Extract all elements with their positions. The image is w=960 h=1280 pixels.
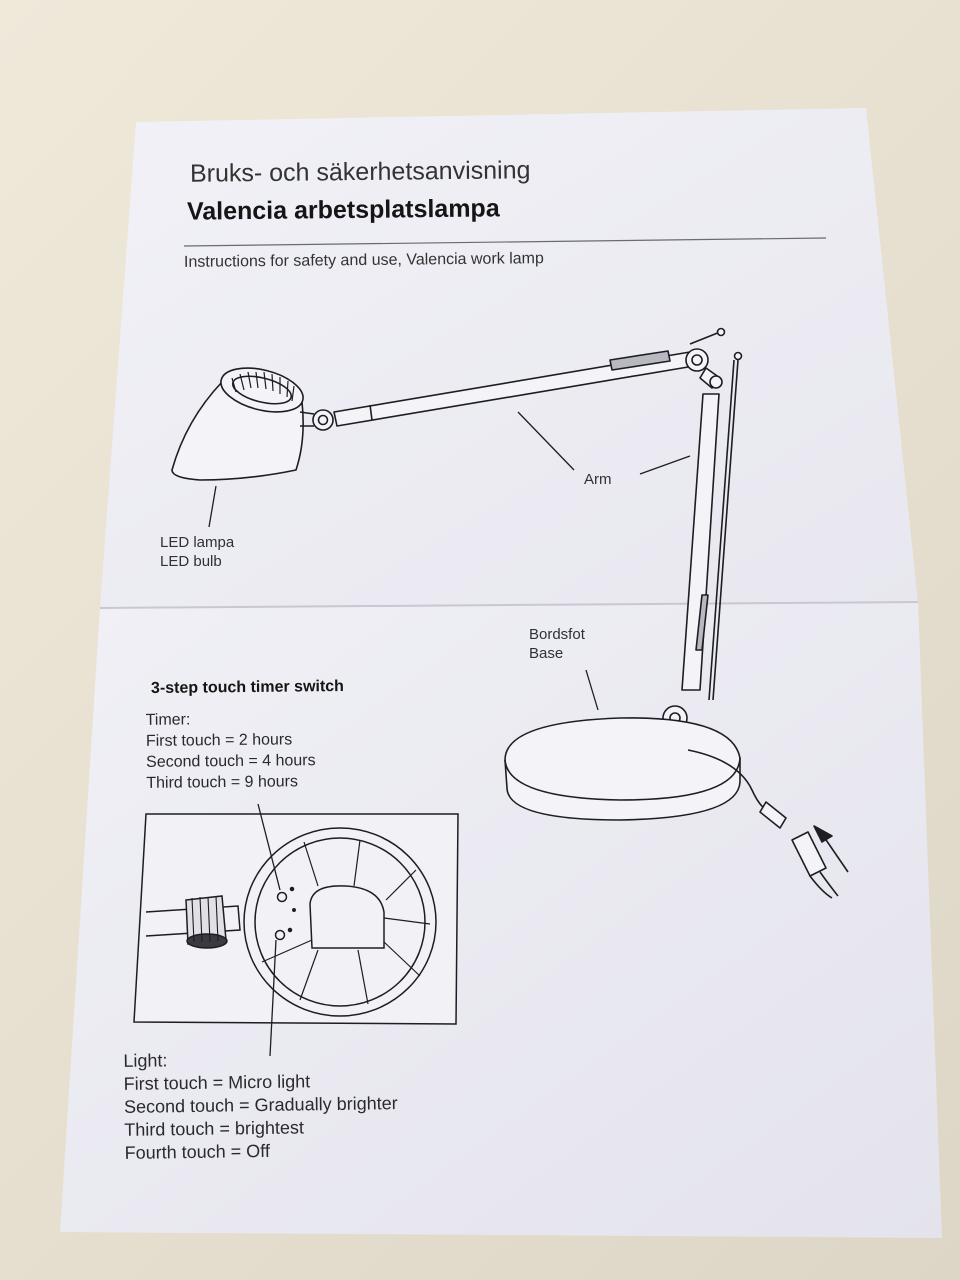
timer-leader — [257, 803, 281, 891]
timer-instructions: Timer: First touch = 2 hours Second touc… — [146, 708, 316, 794]
header-rule — [183, 237, 827, 247]
head-joint — [312, 409, 334, 431]
timer-heading: Timer: — [145, 711, 191, 729]
detail-center-pad — [309, 885, 385, 949]
subtitle-english: Instructions for safety and use, Valenci… — [183, 250, 544, 271]
light-line: Second touch = Gradually brighter — [123, 1093, 398, 1117]
lamp-base — [504, 717, 741, 821]
lower-arm — [681, 393, 720, 691]
base-label-swedish: Bordsfot — [529, 626, 585, 643]
lamp-illustration — [171, 327, 849, 899]
light-instructions: Light: First touch = Micro light Second … — [123, 1046, 398, 1165]
led-label: LED lampa LED bulb — [160, 533, 234, 571]
base-label: Bordsfot Base — [529, 625, 585, 663]
light-touch-point — [274, 929, 286, 941]
insert-arrow — [821, 833, 849, 873]
led-label-english: LED bulb — [160, 553, 222, 570]
arm-leader-1 — [517, 411, 575, 471]
arm-label: Arm — [584, 471, 612, 488]
title-swedish: Bruks- och säkerhetsanvisning — [189, 156, 531, 188]
timer-line: Third touch = 9 hours — [146, 773, 299, 792]
paper-fold — [99, 601, 919, 609]
timer-line: Second touch = 4 hours — [146, 752, 316, 771]
elbow-joint — [685, 348, 709, 372]
switch-title: 3-step touch timer switch — [150, 677, 345, 698]
switch-detail-diagram — [133, 813, 459, 1025]
led-leader — [208, 485, 217, 528]
light-line: Fourth touch = Off — [124, 1140, 271, 1163]
power-plug — [791, 831, 827, 877]
led-label-swedish: LED lampa — [160, 534, 235, 551]
base-label-english: Base — [529, 645, 564, 662]
timer-touch-point — [276, 891, 288, 903]
timer-line: First touch = 2 hours — [145, 731, 293, 750]
arm-leader-2 — [639, 455, 691, 475]
base-leader — [585, 669, 599, 711]
light-leader — [269, 939, 277, 1057]
title-product: Valencia arbetsplatslampa — [186, 194, 500, 226]
